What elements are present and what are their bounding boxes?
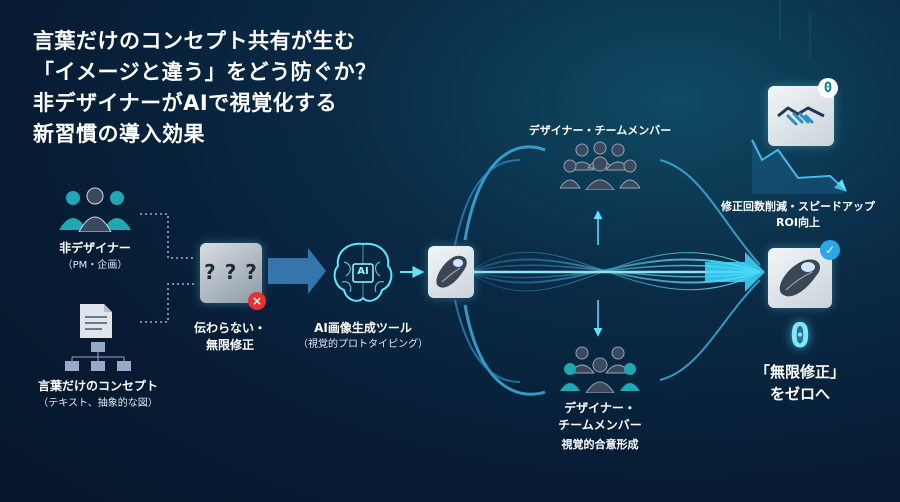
device-icon-result <box>779 259 821 297</box>
device-icon <box>436 255 467 288</box>
problem-tile: ? ? ? <box>200 243 262 303</box>
final-label-2: をゼロへ <box>769 385 830 403</box>
problem-label-1: 伝わらない・ <box>193 321 266 335</box>
problem-label-2: 無限修正 <box>205 338 254 352</box>
ai-tool-label: AI画像生成ツール <box>314 321 412 335</box>
team-bottom-label-2: チームメンバー <box>558 418 642 432</box>
team-top-label: デザイナー・チームメンバー <box>528 124 672 137</box>
title-line-2: 「イメージと違う」をどう防ぐか？ <box>33 60 377 84</box>
document-icon <box>80 304 112 338</box>
nondesigner-sub: （PM・企画） <box>62 260 128 271</box>
hierarchy-diagram-icon <box>65 342 131 371</box>
prototype-device-tile <box>428 246 474 298</box>
error-badge-icon: × <box>248 292 266 310</box>
ai-tool-sub: （視覚的プロトタイピング） <box>298 339 428 350</box>
metrics-label-2: ROI向上 <box>776 216 820 229</box>
big-zero: 0 <box>789 316 811 356</box>
check-badge-icon: ✓ <box>820 240 840 260</box>
title-line-4: 新習慣の導入効果 <box>33 122 205 146</box>
result-device-tile <box>768 248 832 308</box>
team-bottom-label-3: 視覚的合意形成 <box>561 438 639 451</box>
nondesigner-label: 非デザイナー <box>59 241 131 255</box>
title-line-1: 言葉だけのコンセプト共有が生む <box>33 29 356 53</box>
zero-badge: 0 <box>818 78 838 98</box>
concept-sub: （テキスト、抽象的な図） <box>38 398 158 409</box>
team-group-icon-bottom <box>560 346 640 393</box>
metrics-label-1: 修正回数削減・スピードアップ <box>721 200 875 213</box>
people-group-icon <box>59 187 131 232</box>
title-line-3: 非デザイナーがAIで視覚化する <box>33 91 338 115</box>
handshake-icon <box>777 106 825 126</box>
concept-label: 言葉だけのコンセプト <box>37 379 158 393</box>
final-label-1: 「無限修正」 <box>754 363 845 381</box>
ai-brain-icon <box>333 242 393 302</box>
page-title: 言葉だけのコンセプト共有が生む 「イメージと違う」をどう防ぐか？ 非デザイナーが… <box>33 26 453 150</box>
ai-chip-text: AI <box>357 266 369 277</box>
question-marks: ? ? ? <box>204 260 258 284</box>
team-bottom-label-1: デザイナー・ <box>564 401 636 415</box>
team-group-icon <box>560 141 640 190</box>
